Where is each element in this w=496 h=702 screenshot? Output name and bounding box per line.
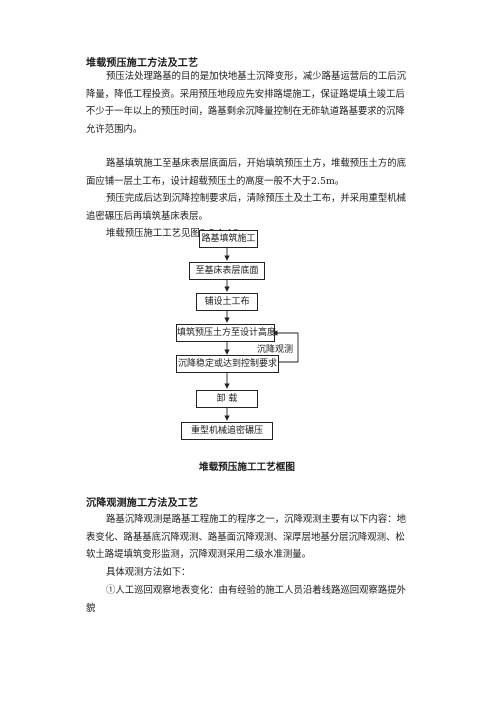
flow-step-5: 沉降稳定或达到控制要求 <box>176 355 279 373</box>
paragraph-settlement-intro: 路基沉降观测是路基工程施工的程序之一，沉降观测主要有以下内容：地表变化、路基基底… <box>86 514 407 560</box>
paragraph-preload-unload: 预压完成后达到沉降控制要求后，清除预压土及土工布，并采用重型机械追密碾压后再填筑… <box>86 193 407 222</box>
flowchart-caption: 堆载预压施工工艺框图 <box>199 462 295 473</box>
settlement-observation-label: 沉降观测 <box>257 345 294 355</box>
flow-step-7: 重型机械追密碾压 <box>181 422 273 440</box>
flow-step-2: 至基床表层底面 <box>189 262 265 280</box>
flow-step-1: 路基填筑施工 <box>199 230 258 248</box>
paragraph-settlement-methods: 具体观测方法如下： <box>106 567 191 578</box>
observation-loop <box>272 330 299 363</box>
paragraph-preload-purpose: 预压法处理路基的目的是加快地基土沉降变形，减少路基运营后的工后沉降量，降低工程投… <box>86 71 407 135</box>
paragraph-preload-fill: 路基填筑施工至基床表层底面后，开始填筑预压土方，堆载预压土方的底面应铺一层土工布… <box>86 158 407 187</box>
flow-step-4: 填筑预压土方至设计高度 <box>176 324 276 342</box>
paragraph-settlement-item1: ①人工巡回观察地表变化：由有经验的施工人员沿着线路巡回观察路提外貌 <box>86 585 407 614</box>
section-heading-preload: 堆载预压施工方法及工艺 <box>86 58 199 69</box>
section-heading-settlement: 沉降观测施工方法及工艺 <box>86 498 199 509</box>
flow-step-3: 铺设土工布 <box>196 293 258 311</box>
flow-step-6: 卸 载 <box>196 390 258 408</box>
paragraph-preload-figure-ref: 堆载预压施工工艺见图2.5.1-18。 <box>106 228 249 239</box>
